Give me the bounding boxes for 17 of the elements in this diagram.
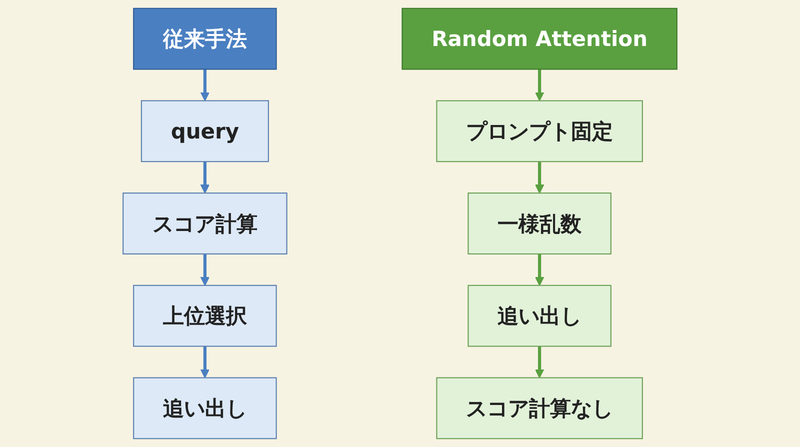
arrow	[200, 162, 210, 194]
arrow	[534, 254, 544, 286]
arrow	[534, 162, 544, 194]
arrow	[200, 254, 210, 286]
node-box: スコア計算	[122, 192, 288, 254]
node-box: スコア計算なし	[436, 377, 643, 440]
node-box: 追い出し	[468, 284, 612, 347]
arrow	[200, 346, 210, 378]
node-box: 上位選択	[133, 284, 277, 347]
node-box: Random Attention	[402, 8, 678, 70]
node-box: 追い出し	[133, 377, 277, 440]
node-box: 一様乱数	[468, 192, 612, 254]
node-box: プロンプト固定	[436, 100, 643, 162]
node-box: query	[140, 100, 269, 162]
arrow	[534, 69, 544, 102]
arrow	[200, 69, 210, 102]
arrow	[534, 346, 544, 378]
